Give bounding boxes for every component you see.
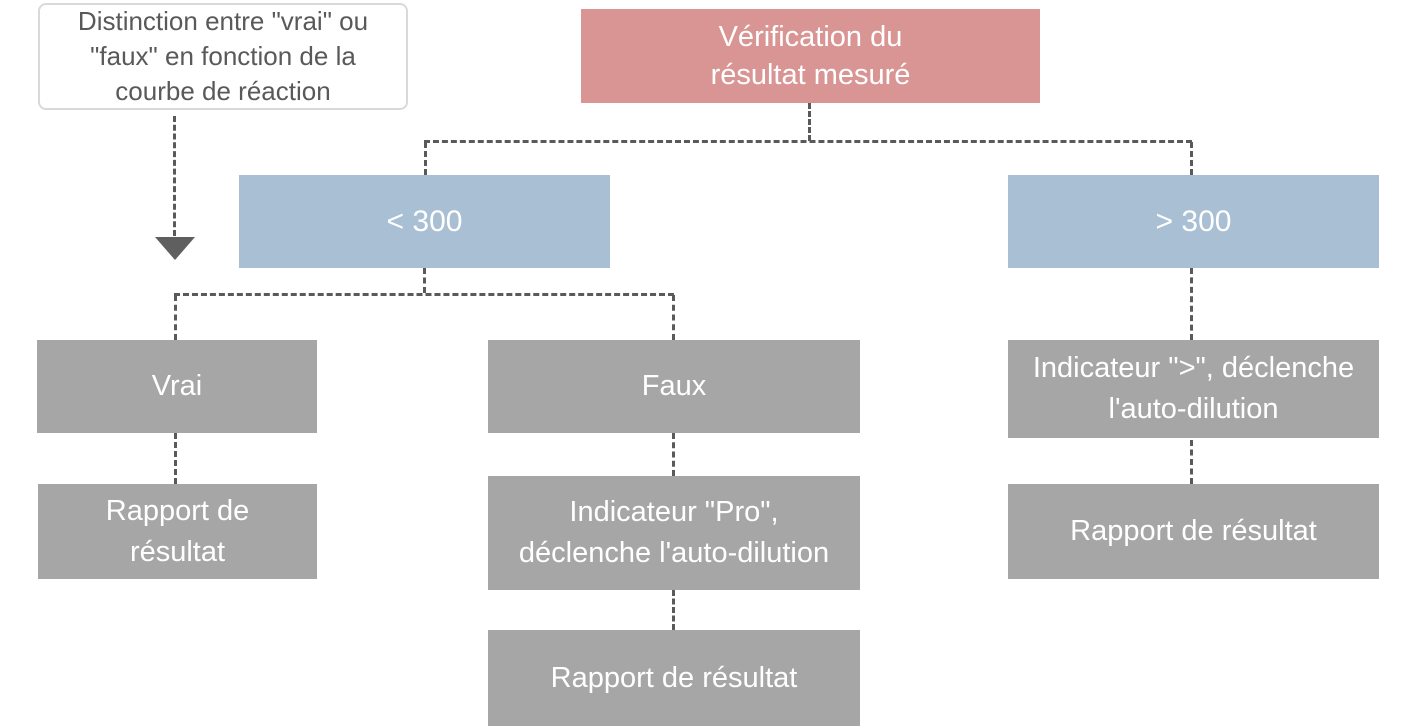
connector-gt300-indicateur [1190, 268, 1193, 340]
connector-pro-rapport [672, 590, 675, 630]
connector-lt300-split [174, 293, 674, 296]
connector-faux-pro [672, 433, 675, 476]
arrow-down-icon [155, 237, 195, 260]
connector-top-split [424, 140, 1192, 143]
node-rapport-bottom: Rapport de résultat [488, 630, 860, 726]
connector-indicateur-rapport [1190, 440, 1193, 484]
connector-to-gt300 [1190, 142, 1193, 175]
branch-gt-300: > 300 [1008, 175, 1379, 268]
branch-lt-300: < 300 [239, 175, 610, 268]
note-box: Distinction entre "vrai" ou "faux" en fo… [38, 3, 408, 110]
node-rapport-left: Rapport de résultat [38, 484, 317, 579]
connector-to-vrai [174, 295, 177, 340]
connector-note-down [173, 116, 176, 236]
connector-to-lt300 [424, 142, 427, 175]
node-vrai: Vrai [37, 340, 317, 433]
connector-root-down [808, 103, 811, 141]
node-indicateur-pro: Indicateur "Pro", déclenche l'auto-dilut… [488, 476, 860, 590]
node-rapport-right: Rapport de résultat [1008, 484, 1379, 579]
node-indicateur-sup: Indicateur ">", déclenche l'auto-dilutio… [1008, 340, 1379, 438]
node-faux: Faux [488, 340, 860, 433]
root-node: Vérification du résultat mesuré [581, 9, 1040, 103]
connector-to-faux [672, 295, 675, 340]
connector-vrai-rapport [174, 433, 177, 484]
connector-lt300-down [423, 268, 426, 293]
